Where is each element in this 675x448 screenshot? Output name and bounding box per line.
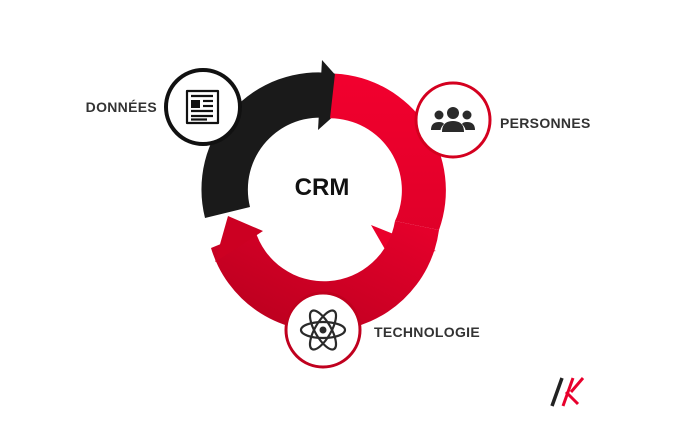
node-personnes-circle: [414, 81, 492, 159]
people-group-icon: [431, 107, 475, 132]
node-personnes: [414, 81, 492, 159]
newspaper-icon: [185, 89, 220, 125]
center-label: CRM: [295, 174, 350, 201]
node-personnes-label: PERSONNES: [500, 115, 591, 131]
brand-logo: [550, 377, 585, 407]
node-donnees-label: DONNÉES: [86, 99, 157, 115]
ring-segment-crimson: [211, 221, 439, 332]
node-technologie-label: TECHNOLOGIE: [374, 324, 480, 340]
node-technologie: [284, 291, 362, 369]
ring-segment-red: [330, 73, 446, 230]
node-donnees: [164, 68, 242, 146]
atom-icon: [299, 309, 347, 351]
arrowhead-crimson: [215, 216, 263, 262]
